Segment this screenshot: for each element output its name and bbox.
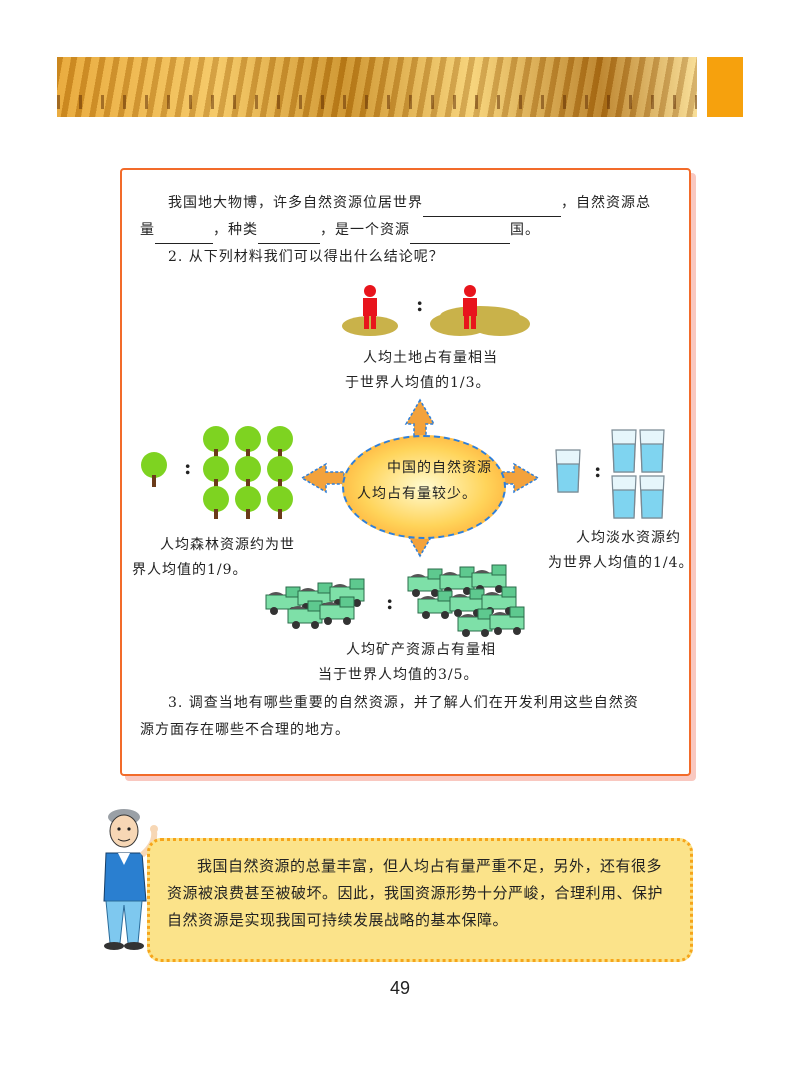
fill-in-line2-d: 国。 (510, 222, 540, 238)
mineral-caption-line2: 当于世界人均值的3/5。 (318, 667, 479, 683)
water-glasses-icon (555, 429, 665, 519)
water-ratio-colon: : (594, 458, 602, 482)
center-text: 中国的自然资源 人均占有量较少。 (357, 455, 507, 507)
fill-in-paragraph-2: 量 ，种类 ，是一个资源 国。 (140, 217, 680, 244)
center-text-line1: 中国的自然资源 (387, 460, 492, 476)
land-ratio-colon: : (416, 292, 424, 316)
mineral-trucks-icon (265, 564, 525, 638)
land-caption-line1: 人均土地占有量相当 (363, 350, 498, 366)
header-accent-tab (707, 57, 743, 117)
forest-trees-icon (141, 426, 293, 519)
fill-in-line1-end: ，自然资源总 (561, 195, 651, 211)
fill-in-line2-b: ，种类 (213, 222, 258, 238)
forest-ratio-colon: : (184, 455, 192, 479)
question-2: 2. 从下列材料我们可以得出什么结论呢？ (168, 249, 444, 265)
tip-text: 我国自然资源的总量丰富，但人均占有量严重不足，另外，还有很多资源被浪费甚至被破坏… (167, 857, 664, 929)
mineral-ratio-colon: : (386, 590, 394, 614)
water-caption-line1: 人均淡水资源约 (576, 530, 681, 546)
blank-variety[interactable] (258, 225, 320, 244)
tip-box (147, 838, 693, 962)
fill-in-line2-a: 量 (140, 222, 155, 238)
water-caption-line2: 为世界人均值的1/4。 (548, 555, 694, 571)
fill-in-paragraph: 我国地大物博，许多自然资源位居世界 ，自然资源总 (140, 190, 680, 217)
mineral-caption-line1: 人均矿产资源占有量相 (346, 642, 496, 658)
land-caption-line2: 于世界人均值的1/3。 (345, 375, 491, 391)
header-banner-photo (57, 57, 697, 117)
forest-caption-line2: 界人均值的1/9。 (132, 562, 248, 578)
center-text-line2: 人均占有量较少。 (357, 486, 477, 502)
blank-rank[interactable] (423, 198, 561, 217)
question-3-line1: 3. 调查当地有哪些重要的自然资源，并了解人们在开发利用这些自然资 (168, 695, 639, 711)
forest-caption-line1: 人均森林资源约为世 (160, 537, 295, 553)
blank-country-type[interactable] (410, 225, 510, 244)
center-oval (342, 435, 506, 539)
teacher-cartoon-icon (103, 809, 158, 950)
page-number: 49 (389, 978, 411, 998)
question-3-line2: 源方面存在哪些不合理的地方。 (140, 722, 350, 738)
blank-total[interactable] (155, 225, 213, 244)
land-persons-icon (342, 285, 530, 336)
fill-in-line2-c: ，是一个资源 (320, 222, 410, 238)
fill-in-line1: 我国地大物博，许多自然资源位居世界 (168, 195, 423, 211)
